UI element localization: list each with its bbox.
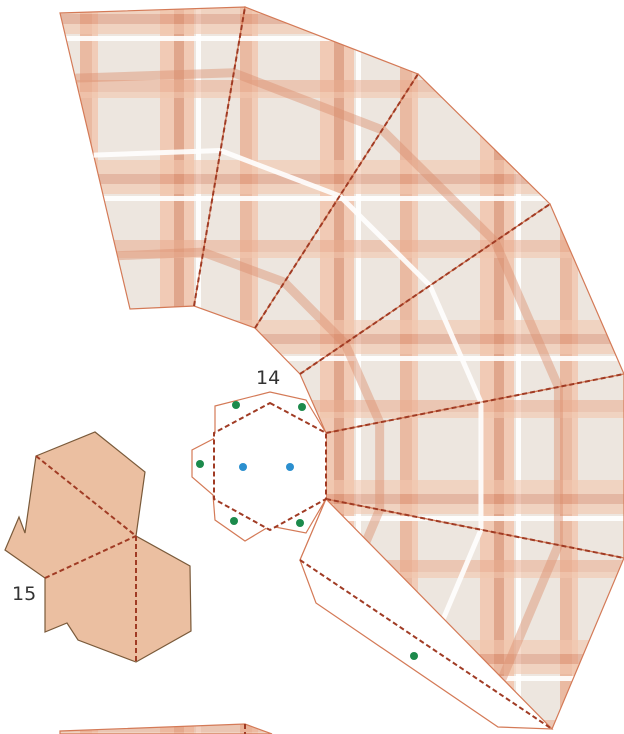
plaid-stripe [232,68,384,135]
plaid-stripe [340,341,384,425]
plaid-stripe [93,148,221,158]
green-dot [296,519,304,527]
plaid-stripe [427,284,484,404]
next-piece-partial [59,723,273,734]
piece-15-shape [4,431,192,663]
fold-line [325,373,624,434]
plaid-stripe [219,148,341,199]
piece-label-14: 14 [256,367,280,389]
green-dot [196,460,204,468]
green-dot [230,517,238,525]
fold-line [44,535,137,579]
fold-line [254,73,419,329]
fold-line [325,498,624,559]
fold-line [299,203,551,375]
plaid-stripe [490,239,563,389]
glue-markers [196,401,418,660]
blue-dot [239,463,247,471]
plaid-stripe [117,247,204,261]
fold-line [299,559,553,730]
plaid-stripe [378,126,499,245]
hexagon-base-piece [191,391,327,542]
plaid-stripe [201,247,286,287]
piece-15 [4,431,192,663]
plaid-stripe [75,68,234,83]
green-dot [298,403,306,411]
fold-line [35,455,137,537]
piece-label-15: 15 [12,583,36,605]
plaid-stripe [492,543,563,694]
hexagon-face [213,401,327,532]
green-dot [232,401,240,409]
green-dot [410,652,418,660]
glue-flap [299,497,554,730]
plaid-stripe [281,279,349,347]
blue-dot [286,463,294,471]
plaid-stripe [337,194,432,288]
fold-line [193,6,246,307]
